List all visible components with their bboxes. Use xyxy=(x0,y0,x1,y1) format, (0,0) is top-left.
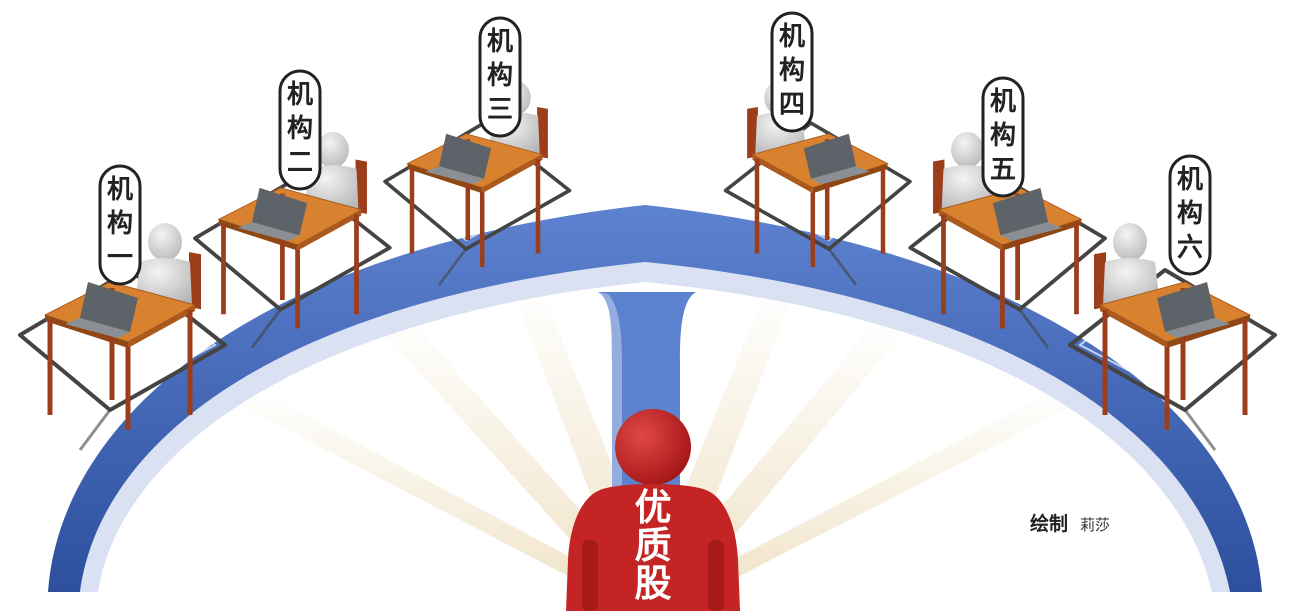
credit: 绘制 莉莎 xyxy=(1030,512,1110,535)
table-leg xyxy=(109,288,115,400)
institution-label-char: 六 xyxy=(1177,233,1203,263)
table-leg xyxy=(1015,193,1020,300)
institution-label-char: 构 xyxy=(107,209,133,239)
institution-label-bubble: 机构一机构一 xyxy=(98,164,142,286)
table-leg xyxy=(824,139,830,240)
institution-label-char: 机 xyxy=(487,27,513,57)
table-leg xyxy=(187,310,193,415)
table-leg xyxy=(1180,288,1186,400)
table-leg xyxy=(479,192,485,267)
center-label-char: 优 xyxy=(635,486,672,529)
table-leg xyxy=(1164,347,1170,430)
table-leg xyxy=(880,168,886,254)
laptop xyxy=(1157,282,1215,332)
institution-label-char: 三 xyxy=(487,95,513,125)
person-head xyxy=(1113,223,1147,261)
institution-desk xyxy=(1068,223,1277,451)
institution-label-bubble: 机构四机构四 xyxy=(770,11,814,133)
institution-label-char: 机 xyxy=(107,175,133,205)
institution-label-bubble: 机构五机构五 xyxy=(981,76,1025,198)
table-leg xyxy=(125,347,131,430)
center-label-char: 质 xyxy=(635,524,672,567)
table-leg xyxy=(1242,320,1248,415)
institution-label-bubble: 机构六机构六 xyxy=(1168,154,1212,276)
institution-label-char: 构 xyxy=(779,56,805,86)
laptop xyxy=(252,187,308,236)
institution-label-char: 一 xyxy=(107,243,133,273)
table-leg xyxy=(1074,224,1079,315)
institution-label-char: 构 xyxy=(1177,199,1203,229)
light-beams xyxy=(230,286,1092,611)
institution-label-char: 构 xyxy=(287,114,313,144)
table-leg xyxy=(810,192,816,267)
table-leg xyxy=(535,159,541,254)
institution-label-bubble: 机构二机构二 xyxy=(278,69,322,191)
institution-label-char: 二 xyxy=(287,148,313,178)
credit-author: 莉莎 xyxy=(1080,516,1110,534)
center-figure: 优质股 xyxy=(566,409,740,611)
center-label-char: 股 xyxy=(635,562,672,605)
institution-desk xyxy=(193,131,392,349)
institution-label-char: 四 xyxy=(779,90,805,120)
institution-desks: 机构一机构一机构二机构二机构三机构三机构四机构四机构五机构五机构六机构六 xyxy=(18,11,1277,451)
center-figure-label: 优质股 xyxy=(635,486,672,605)
person-head xyxy=(148,223,182,261)
laptop xyxy=(992,187,1048,236)
laptop xyxy=(803,133,856,179)
institution-label-char: 构 xyxy=(990,121,1016,151)
table-leg xyxy=(409,168,415,254)
laptop xyxy=(439,133,492,179)
laptop xyxy=(80,282,138,332)
credit-label: 绘制 xyxy=(1030,512,1068,535)
institution-label-char: 五 xyxy=(990,155,1016,185)
table-leg xyxy=(1000,249,1005,329)
table-leg xyxy=(1102,310,1108,415)
institution-label-char: 机 xyxy=(990,87,1016,117)
institution-desk xyxy=(908,131,1107,349)
table-leg xyxy=(221,224,226,315)
person-head xyxy=(316,131,349,168)
table-leg xyxy=(354,214,359,315)
blue-arc xyxy=(48,205,1262,592)
institution-label-bubble: 机构三机构三 xyxy=(478,16,522,138)
table-leg xyxy=(465,139,471,240)
light-beam xyxy=(635,388,1092,611)
institution-label-char: 构 xyxy=(487,61,513,91)
table-leg xyxy=(295,249,300,329)
institution-label-char: 机 xyxy=(287,80,313,110)
light-beam xyxy=(230,392,671,611)
table-leg xyxy=(47,320,53,415)
institution-desk xyxy=(18,223,227,451)
table-leg xyxy=(941,214,946,315)
person-head xyxy=(951,131,984,168)
table-leg xyxy=(754,159,760,254)
institution-label-char: 机 xyxy=(779,22,805,52)
table-leg xyxy=(280,193,285,300)
institution-label-char: 机 xyxy=(1177,165,1203,195)
